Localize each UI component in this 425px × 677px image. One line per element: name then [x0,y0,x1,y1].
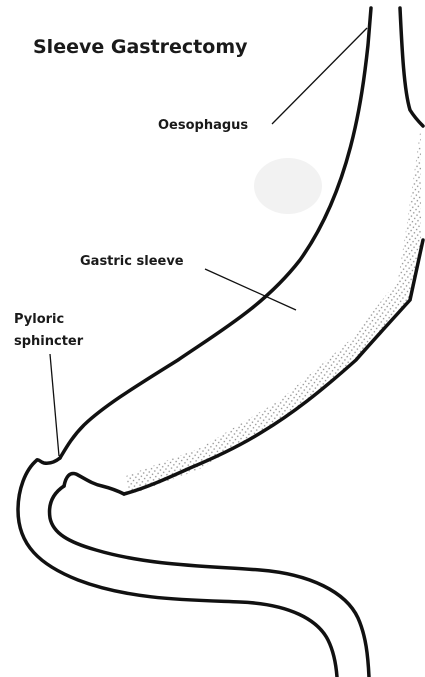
antrum-lower-edge [64,474,124,495]
label-gastric-sleeve: Gastric sleeve [80,254,184,270]
duodenum-outer-wall [18,460,337,677]
stomach-shading [254,158,322,214]
duodenum-inner-wall [50,486,369,677]
diagram-title: Sleeve Gastrectomy [33,36,248,60]
pylorus-notch [37,458,60,463]
label-pyloric-line1: Pyloric [14,309,83,331]
label-pyloric-line2: sphincter [14,331,83,353]
oesophagus-leader-line [272,28,367,124]
label-oesophagus: Oesophagus [158,118,248,134]
stomach-outer-wall [60,8,371,458]
gastric-sleeve-leader-line [205,269,296,310]
pyloric-leader-line [50,354,59,456]
stomach-inner-wall [400,8,423,126]
label-pyloric-sphincter: Pyloric sphincter [14,309,83,353]
